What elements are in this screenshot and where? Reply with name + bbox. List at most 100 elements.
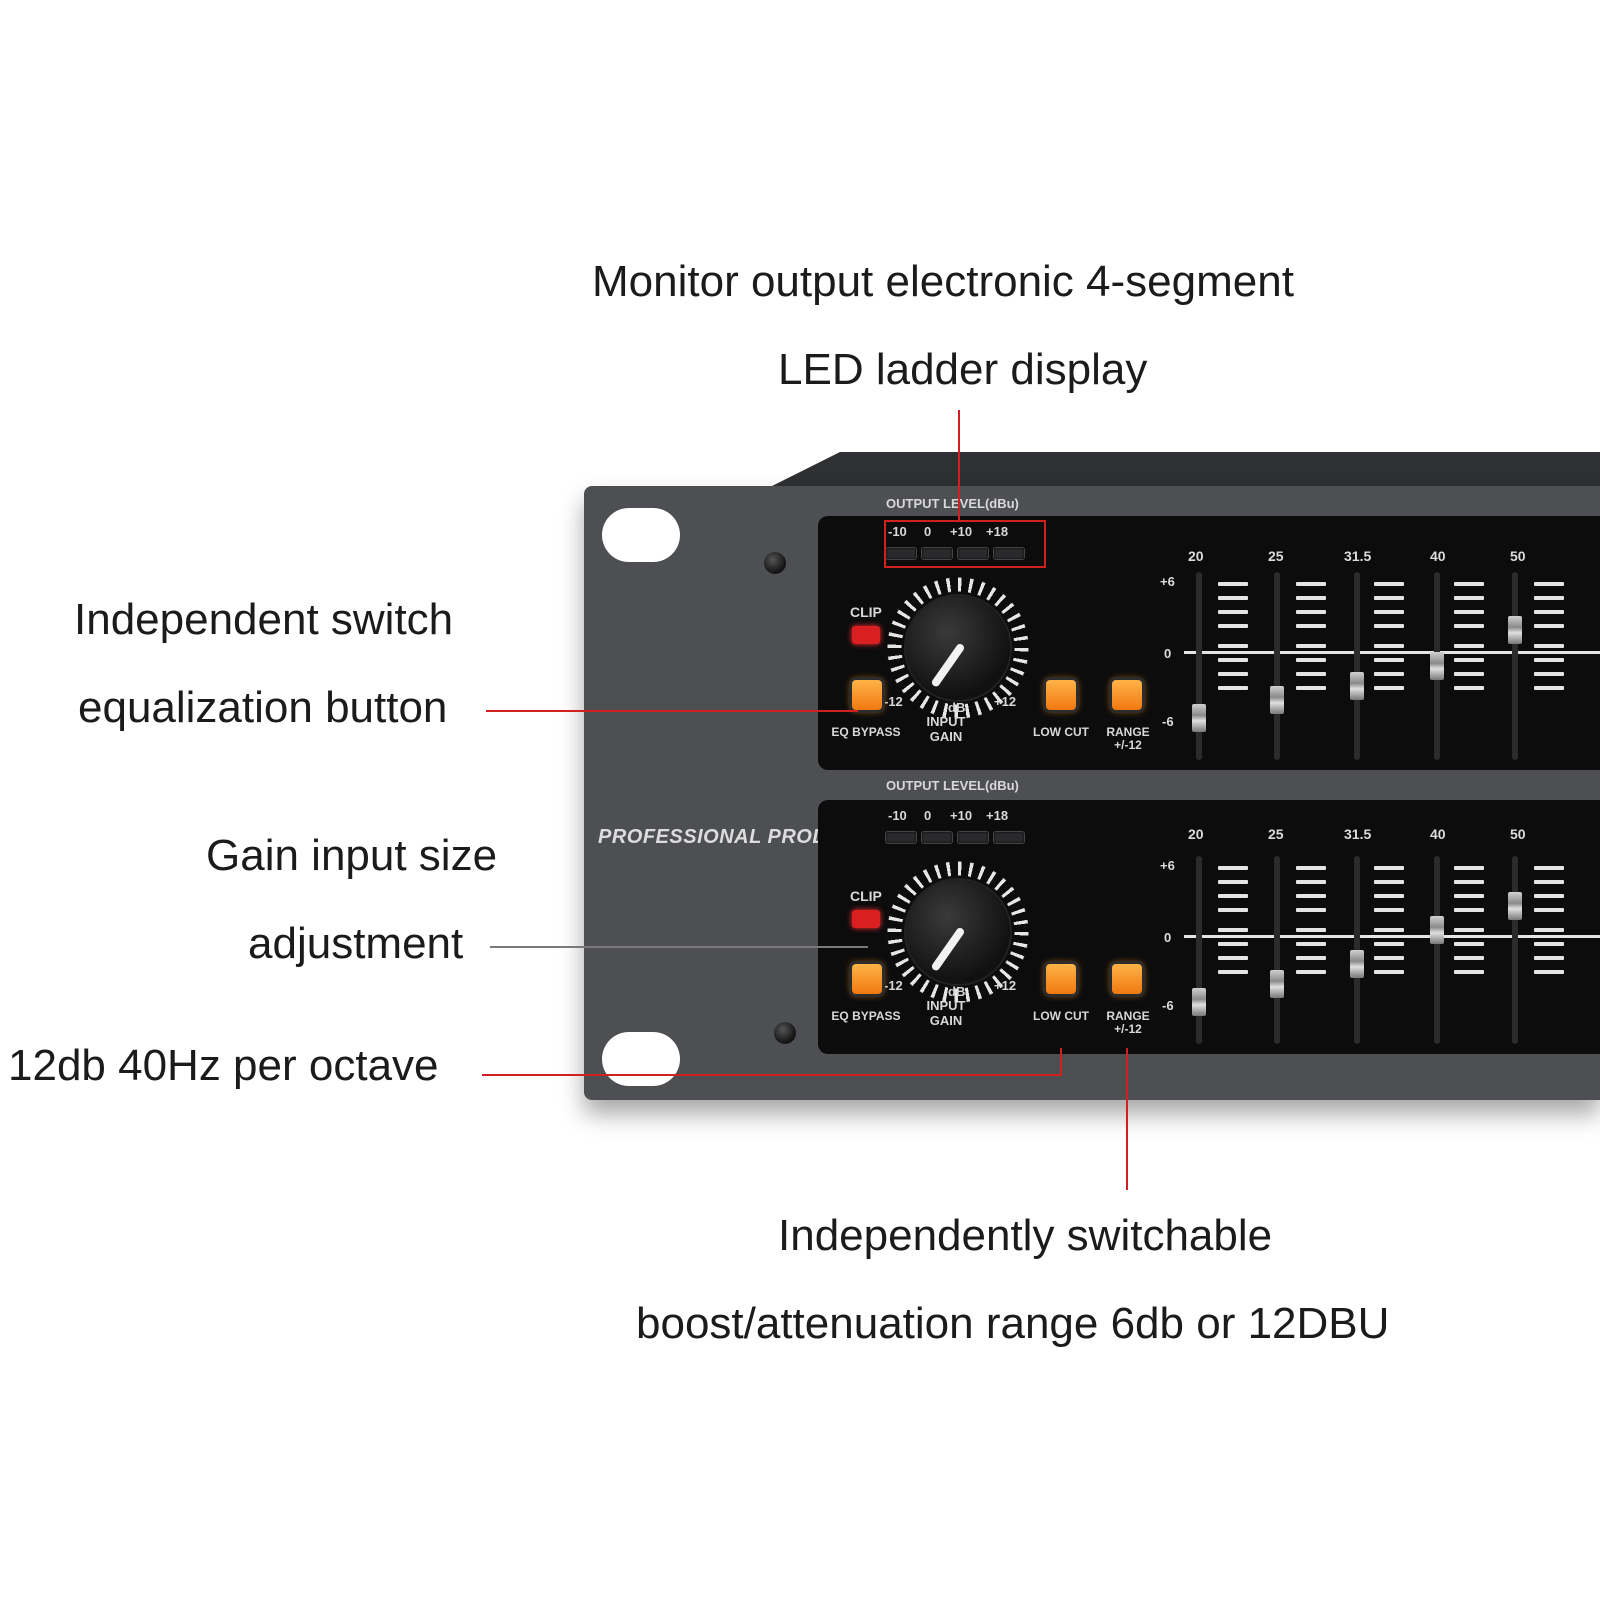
freq-label: 25 <box>1268 548 1284 564</box>
monitor-callout-line1: Monitor output electronic 4-segment <box>592 257 1294 306</box>
led-scale-label: +10 <box>950 524 973 539</box>
fader-knob-20hz[interactable] <box>1192 704 1206 732</box>
screw-icon <box>774 1022 796 1044</box>
output-led <box>886 548 916 559</box>
output-led <box>958 832 988 843</box>
fader-knob-40hz[interactable] <box>1430 916 1444 944</box>
input-gain-label: INPUT GAIN <box>926 714 966 744</box>
output-level-label: OUTPUT LEVEL(dBu) <box>886 778 1019 793</box>
range-button[interactable] <box>1112 964 1142 994</box>
output-led <box>922 548 952 559</box>
knob-pointer-icon <box>930 642 966 688</box>
output-led <box>994 832 1024 843</box>
input-gain-knob[interactable] <box>906 880 1010 984</box>
fader-knob-31-5hz[interactable] <box>1350 950 1364 978</box>
input-gain-knob[interactable] <box>906 596 1010 700</box>
gain-min-label: -12 <box>884 694 903 709</box>
fader-ticks <box>1296 582 1326 700</box>
monitor-callout-line2: LED ladder display <box>778 345 1148 394</box>
eq-bypass-button[interactable] <box>852 680 882 710</box>
screw-icon <box>764 552 786 574</box>
fader-slot <box>1512 856 1518 1044</box>
fader-ticks <box>1374 866 1404 984</box>
fader-knob-50hz[interactable] <box>1508 616 1522 644</box>
fader-knob-25hz[interactable] <box>1270 686 1284 714</box>
freq-label: 20 <box>1188 826 1204 842</box>
gain-max-label: +12 <box>994 978 1017 993</box>
freq-label: 50 <box>1510 548 1526 564</box>
fader-slot <box>1434 856 1440 1044</box>
led-scale-label: -10 <box>888 524 907 539</box>
fader-ticks <box>1218 866 1248 984</box>
fader-slot <box>1196 572 1202 760</box>
led-scale-label: +18 <box>986 524 1009 539</box>
fader-knob-40hz[interactable] <box>1430 652 1444 680</box>
led-scale-label: 0 <box>924 524 932 539</box>
freq-label: 20 <box>1188 548 1204 564</box>
freq-label: 40 <box>1430 826 1446 842</box>
fader-knob-50hz[interactable] <box>1508 892 1522 920</box>
rack-ear-hole-bottom <box>602 1032 680 1086</box>
monitor-leader-line <box>958 410 960 520</box>
range-label: RANGE +/-12 <box>1106 1009 1150 1036</box>
led-highlight-box <box>884 520 1046 568</box>
db-scale-label: 0 <box>1164 646 1172 661</box>
gain-callout-line2: adjustment <box>248 919 464 968</box>
fader-knob-20hz[interactable] <box>1192 988 1206 1016</box>
channel-panel-2: OUTPUT LEVEL(dBu) -10 0 +10 +18 CLIP -12… <box>818 778 1600 1054</box>
channel-panel-1: OUTPUT LEVEL(dBu) -10 0 +10 +18 CLIP -12… <box>818 496 1600 770</box>
range-label: RANGE +/-12 <box>1106 725 1150 752</box>
fader-ticks <box>1296 866 1326 984</box>
clip-led <box>852 626 880 644</box>
fader-ticks <box>1534 866 1564 984</box>
gain-max-label: +12 <box>994 694 1017 709</box>
freq-label: 31.5 <box>1344 826 1372 842</box>
range-callout-line1: Independently switchable <box>778 1211 1273 1260</box>
freq-label: 25 <box>1268 826 1284 842</box>
lowcut-leader-line-v <box>1060 1048 1062 1076</box>
fader-ticks <box>1454 866 1484 984</box>
freq-label: 50 <box>1510 826 1526 842</box>
eq-bypass-button[interactable] <box>852 964 882 994</box>
fader-ticks <box>1374 582 1404 700</box>
db-scale-label: +6 <box>1160 858 1175 873</box>
input-gain-label: INPUT GAIN <box>926 998 966 1028</box>
db-scale-label: -6 <box>1162 998 1174 1013</box>
gain-db-label: dB <box>948 700 966 715</box>
output-led <box>958 548 988 559</box>
fader-ticks <box>1534 582 1564 700</box>
db-scale-label: 0 <box>1164 930 1172 945</box>
eq-bypass-label: EQ BYPASS <box>831 725 901 739</box>
db-scale-label: +6 <box>1160 574 1175 589</box>
db-scale-label: -6 <box>1162 714 1174 729</box>
gain-callout-line1: Gain input size <box>206 831 498 880</box>
output-led <box>886 832 916 843</box>
output-led <box>994 548 1024 559</box>
fader-knob-25hz[interactable] <box>1270 970 1284 998</box>
eq-callout-line1: Independent switch <box>74 595 454 644</box>
led-scale-label: +10 <box>950 808 973 823</box>
eq-bypass-label: EQ BYPASS <box>831 1009 901 1023</box>
fader-knob-31-5hz[interactable] <box>1350 672 1364 700</box>
output-led <box>922 832 952 843</box>
range-callout-line2: boost/attenuation range 6db or 12DBU <box>636 1299 1390 1348</box>
eq-callout-line2: equalization button <box>78 683 448 732</box>
led-scale-label: -10 <box>888 808 907 823</box>
lowcut-callout: 12db 40Hz per octave <box>8 1041 439 1090</box>
gain-leader-line <box>490 946 868 948</box>
zero-line <box>1184 935 1600 938</box>
low-cut-button[interactable] <box>1046 680 1076 710</box>
clip-label: CLIP <box>850 604 882 620</box>
fader-slot <box>1274 572 1280 760</box>
gain-db-label: dB <box>948 984 966 999</box>
fader-ticks <box>1454 582 1484 700</box>
clip-led <box>852 910 880 928</box>
low-cut-button[interactable] <box>1046 964 1076 994</box>
freq-label: 40 <box>1430 548 1446 564</box>
range-button[interactable] <box>1112 680 1142 710</box>
fader-slot <box>1274 856 1280 1044</box>
clip-label: CLIP <box>850 888 882 904</box>
rack-ear-hole-top <box>602 508 680 562</box>
eq-leader-line <box>486 710 858 712</box>
low-cut-label: LOW CUT <box>1033 1009 1089 1023</box>
